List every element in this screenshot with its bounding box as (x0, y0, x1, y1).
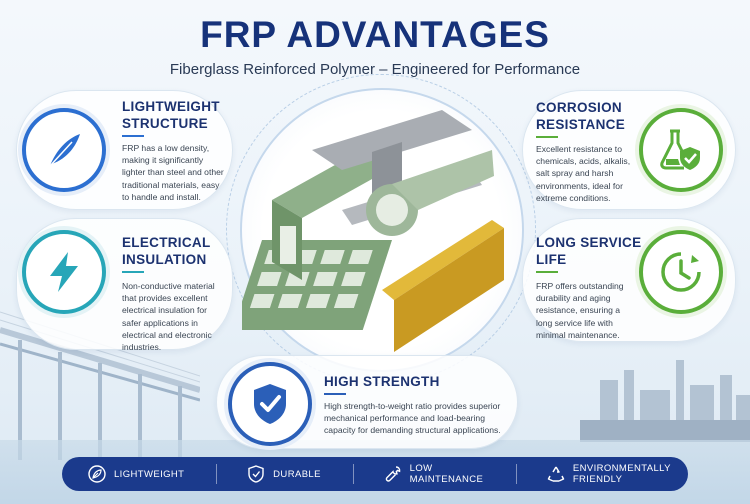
page-title: FRP ADVANTAGES (200, 14, 550, 55)
corrosion-accent-bar (536, 136, 558, 138)
lightweight-accent-bar (122, 135, 144, 137)
strength-icon-circle (228, 362, 312, 446)
clock-icon (661, 252, 701, 292)
benefit-durable-label: DURABLE (273, 468, 321, 480)
flask-shield-icon (660, 129, 700, 170)
shield-check-icon (247, 465, 265, 483)
corrosion-body: Excellent resistance to chemicals, acids… (536, 144, 631, 203)
corrosion-title-2: RESISTANCE (536, 117, 626, 132)
lightweight-title-1: LIGHTWEIGHT (122, 99, 220, 114)
lightweight-title-2: STRUCTURE (122, 116, 208, 131)
electrical-title-1: ELECTRICAL (122, 235, 211, 250)
page-subtitle: Fiberglass Reinforced Polymer – Engineer… (169, 61, 581, 78)
service-title-2: LIFE (536, 252, 567, 267)
electrical-title-2: INSULATION (122, 252, 207, 267)
service-accent-bar (536, 271, 558, 273)
benefit-lightweight: LIGHTWEIGHT (88, 465, 184, 483)
benefit-eco: ENVIRONMENTALLY FRIENDLY (547, 463, 688, 485)
bottom-benefits-bar: LIGHTWEIGHT DURABLE LOW MAINTENANCE ENVI… (62, 457, 688, 491)
service-body: FRP offers outstanding durability and ag… (536, 281, 624, 340)
center-product-image (232, 88, 524, 372)
strength-title: HIGH STRENGTH (324, 374, 440, 389)
benefit-maintenance-label: LOW MAINTENANCE (409, 463, 484, 485)
service-icon-circle (639, 230, 723, 314)
corrosion-icon-circle (639, 108, 723, 192)
industrial-plant-illustration (580, 360, 750, 442)
strength-accent-bar (324, 393, 346, 395)
lightweight-icon-circle (22, 108, 106, 192)
recycle-icon (547, 465, 565, 483)
bottom-separator (352, 464, 354, 484)
strength-body: High strength-to-weight ratio provides s… (324, 401, 501, 436)
benefit-durable: DURABLE (247, 465, 321, 483)
benefit-maintenance: LOW MAINTENANCE (384, 463, 484, 485)
lightning-icon (50, 252, 78, 292)
electrical-body: Non-conductive material that provides ex… (122, 281, 215, 353)
corrosion-title-1: CORROSION (536, 100, 622, 115)
frp-profiles-illustration (232, 110, 504, 352)
bridge-illustration (0, 311, 200, 460)
feather-icon (49, 134, 80, 167)
wrench-icon (384, 465, 402, 483)
electrical-icon-circle (22, 230, 106, 314)
service-title-1: LONG SERVICE (536, 235, 642, 250)
lightweight-body: FRP has a low density, making it signifi… (122, 143, 224, 202)
bottom-separator (216, 464, 218, 484)
benefit-lightweight-label: LIGHTWEIGHT (114, 468, 185, 480)
bottom-separator (516, 464, 517, 484)
electrical-accent-bar (122, 271, 144, 273)
benefit-eco-label: ENVIRONMENTALLY FRIENDLY (572, 463, 671, 485)
shield-check-icon (254, 384, 286, 424)
leaf-icon (88, 465, 106, 483)
